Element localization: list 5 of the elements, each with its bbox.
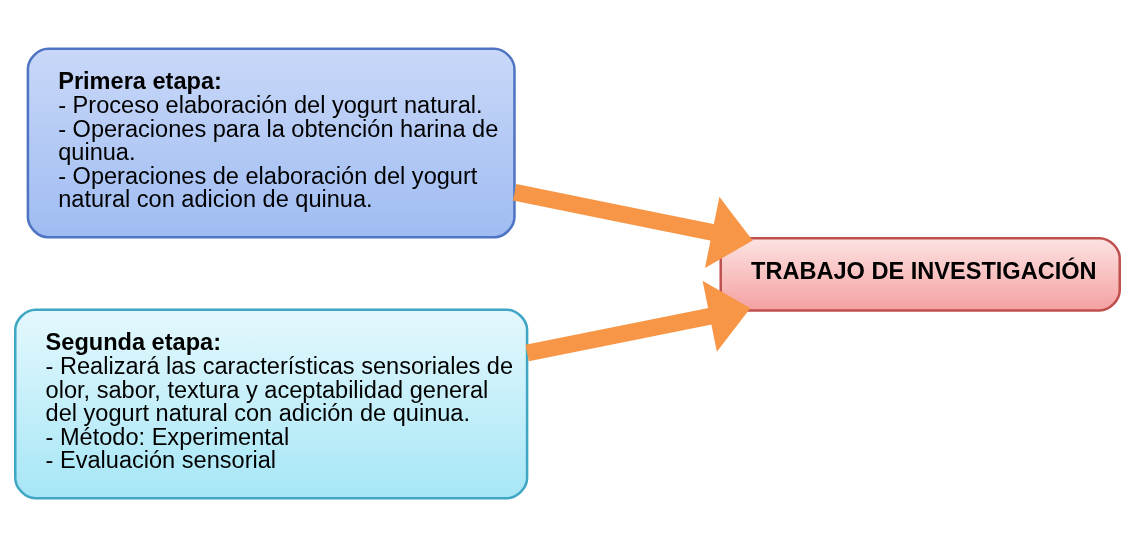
node-box: Primera etapa: - Proceso elaboración del yogurt natural. - Operaciones para la obtención harina de quinua. - Operaciones de elaboración del yogurt natural con adicion de quinua.	[26, 46, 516, 239]
node-box: Segunda etapa: - Realizará las características sensoriales de olor, sabor, textura y aceptabilidad general del yogurt natural con adición de quinua. - Método: Experimental - Evaluación sensorial	[14, 307, 529, 500]
arrow	[525, 280, 751, 361]
node-box: TRABAJO DE INVESTIGACIÓN	[719, 236, 1121, 312]
arrow	[513, 183, 753, 268]
